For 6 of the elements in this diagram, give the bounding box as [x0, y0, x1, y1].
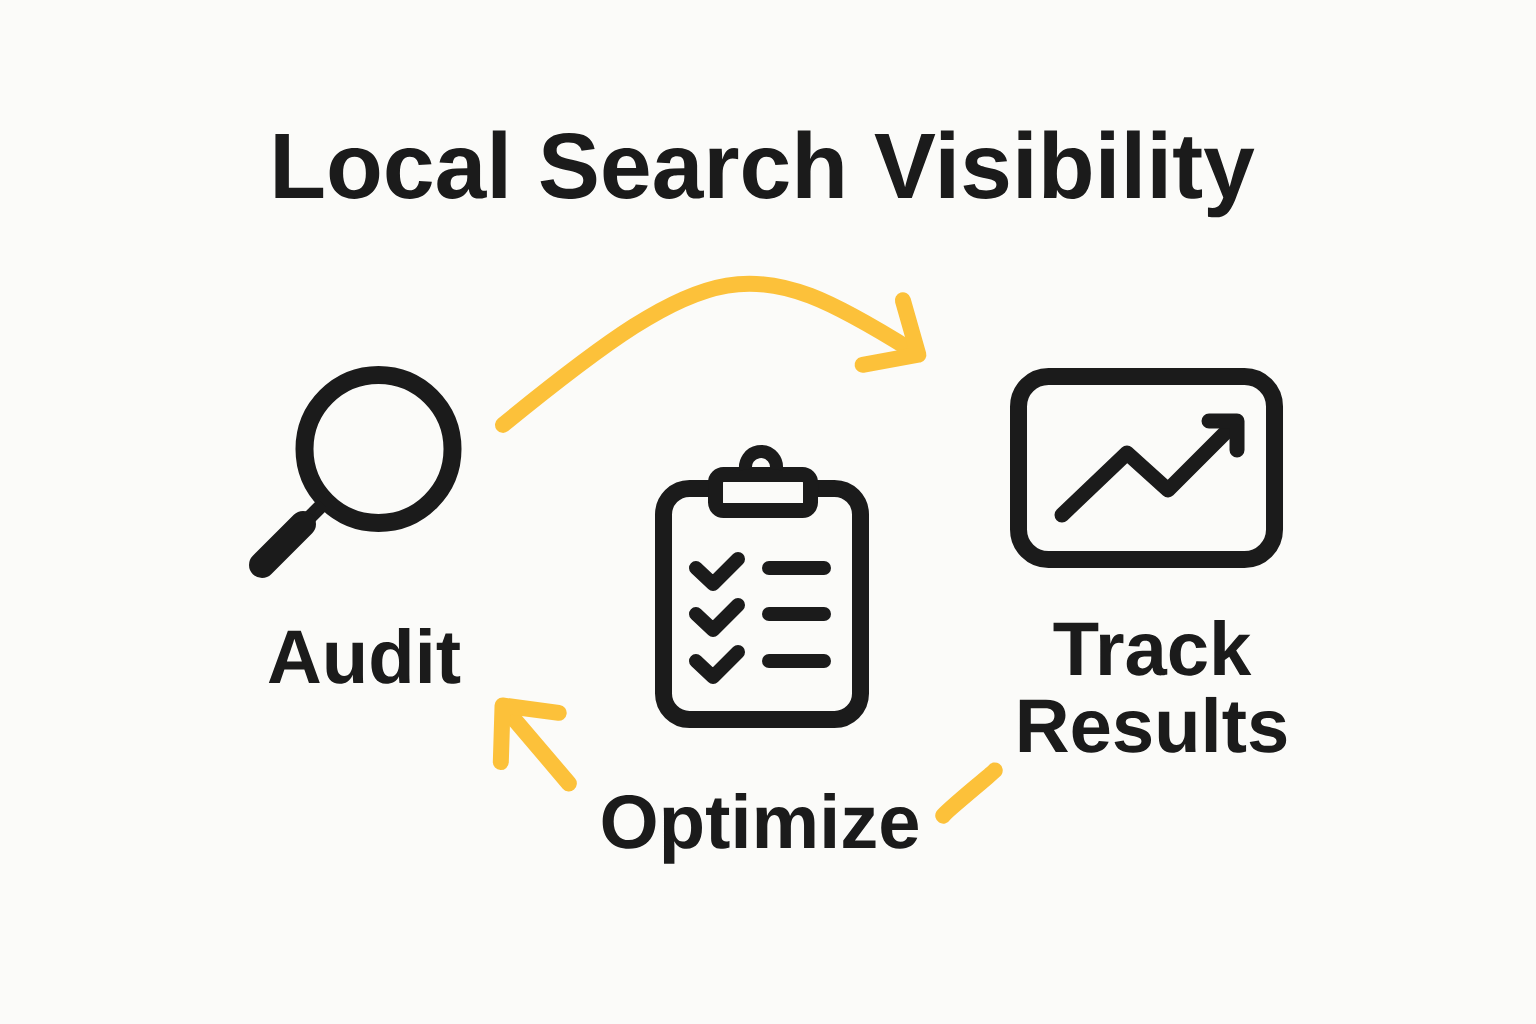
arrow [495, 275, 927, 433]
step-label: Optimize [602, 792, 918, 864]
step-label: Track Results [1019, 619, 1287, 753]
title: Local Search Visibility [275, 130, 1255, 218]
connector-line [935, 762, 1003, 824]
step-label: Audit [268, 627, 461, 684]
